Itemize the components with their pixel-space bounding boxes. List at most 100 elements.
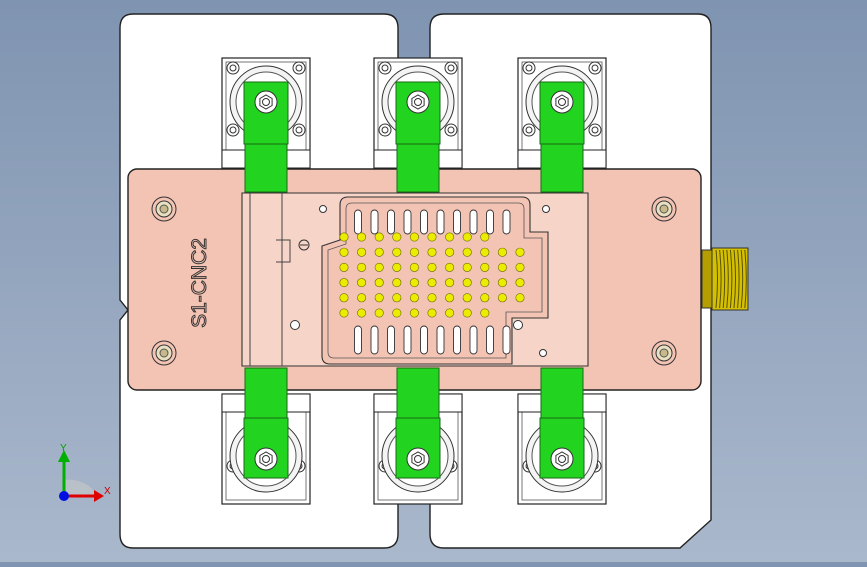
pin (427, 293, 437, 303)
pin (357, 247, 367, 257)
pin (374, 247, 384, 257)
pin (497, 278, 507, 288)
pin (357, 262, 367, 272)
pin (339, 247, 349, 257)
pin (480, 278, 490, 288)
pin (409, 262, 419, 272)
pin (374, 262, 384, 272)
pin (445, 308, 455, 318)
pin (480, 247, 490, 257)
vent-slot (370, 209, 379, 235)
vent-slot (420, 209, 428, 235)
corner-screws[interactable] (151, 196, 677, 366)
threaded-connector[interactable] (701, 247, 749, 311)
pin (392, 308, 402, 318)
vent-slot (403, 209, 412, 235)
vent-slot (469, 209, 478, 235)
pin (409, 278, 419, 288)
corner-screw-2[interactable] (651, 196, 677, 222)
pin (392, 232, 402, 242)
pin (462, 247, 472, 257)
pin (392, 293, 402, 303)
pin (392, 247, 402, 257)
vent-slot (403, 325, 412, 355)
pin (497, 262, 507, 272)
pin (339, 278, 349, 288)
pin-array (339, 232, 525, 318)
pin (339, 232, 349, 242)
pin (445, 247, 455, 257)
pin (515, 278, 525, 288)
vent-slot (453, 325, 461, 355)
pin (427, 308, 437, 318)
pin (462, 293, 472, 303)
x-axis-label: X (104, 486, 111, 497)
pin (427, 247, 437, 257)
pin (392, 278, 402, 288)
pin (339, 293, 349, 303)
corner-screw-4[interactable] (651, 340, 677, 366)
vent-slot (370, 325, 379, 355)
pin (480, 293, 490, 303)
pin (339, 262, 349, 272)
pin (480, 232, 490, 242)
pin (374, 308, 384, 318)
pin (515, 293, 525, 303)
pin (409, 247, 419, 257)
vent-slot (502, 325, 511, 355)
pin (392, 262, 402, 272)
pin (445, 232, 455, 242)
bottom-clamp-3[interactable] (539, 367, 585, 479)
pin (497, 247, 507, 257)
small-holes (290, 205, 550, 357)
bottom-clamp-2[interactable] (395, 367, 441, 479)
top-clamp-3[interactable] (539, 81, 585, 193)
corner-screw-1[interactable] (151, 196, 177, 222)
pin (357, 293, 367, 303)
pin (409, 232, 419, 242)
vent-slot (436, 209, 445, 235)
pin (445, 278, 455, 288)
vent-slot (453, 209, 461, 235)
part-label: S1-CNC2 (188, 238, 211, 328)
y-axis-arrow (58, 450, 70, 462)
pin (427, 278, 437, 288)
pin (462, 262, 472, 272)
vent-slot (486, 209, 494, 235)
vent-slot (387, 209, 395, 235)
pin (374, 232, 384, 242)
pin (409, 293, 419, 303)
pin (357, 232, 367, 242)
vent-slot (354, 325, 362, 355)
pin (357, 308, 367, 318)
vent-slot (486, 325, 494, 355)
pin (374, 278, 384, 288)
x-axis-arrow (94, 490, 104, 502)
bottom-clamp-1[interactable] (243, 367, 289, 479)
pin (462, 232, 472, 242)
pin (462, 308, 472, 318)
pin (515, 247, 525, 257)
corner-screw-3[interactable] (151, 340, 177, 366)
top-clamp-1[interactable] (243, 81, 289, 193)
pin (462, 278, 472, 288)
coordinate-triad: Y X (58, 443, 111, 502)
pin (427, 232, 437, 242)
vent-slot (469, 325, 478, 355)
vent-slots-bottom (354, 325, 511, 355)
pin (409, 308, 419, 318)
z-axis-dot (59, 491, 69, 501)
top-clamp-2[interactable] (395, 81, 441, 193)
vent-slot (502, 209, 511, 235)
vent-slot (387, 325, 395, 355)
vent-slot (436, 325, 445, 355)
pin (480, 308, 490, 318)
vent-slot (420, 325, 428, 355)
green-clamps[interactable] (243, 81, 585, 479)
pin (357, 278, 367, 288)
pin (480, 262, 490, 272)
pin (445, 262, 455, 272)
vent-slots-top (354, 209, 511, 235)
pin (339, 308, 349, 318)
